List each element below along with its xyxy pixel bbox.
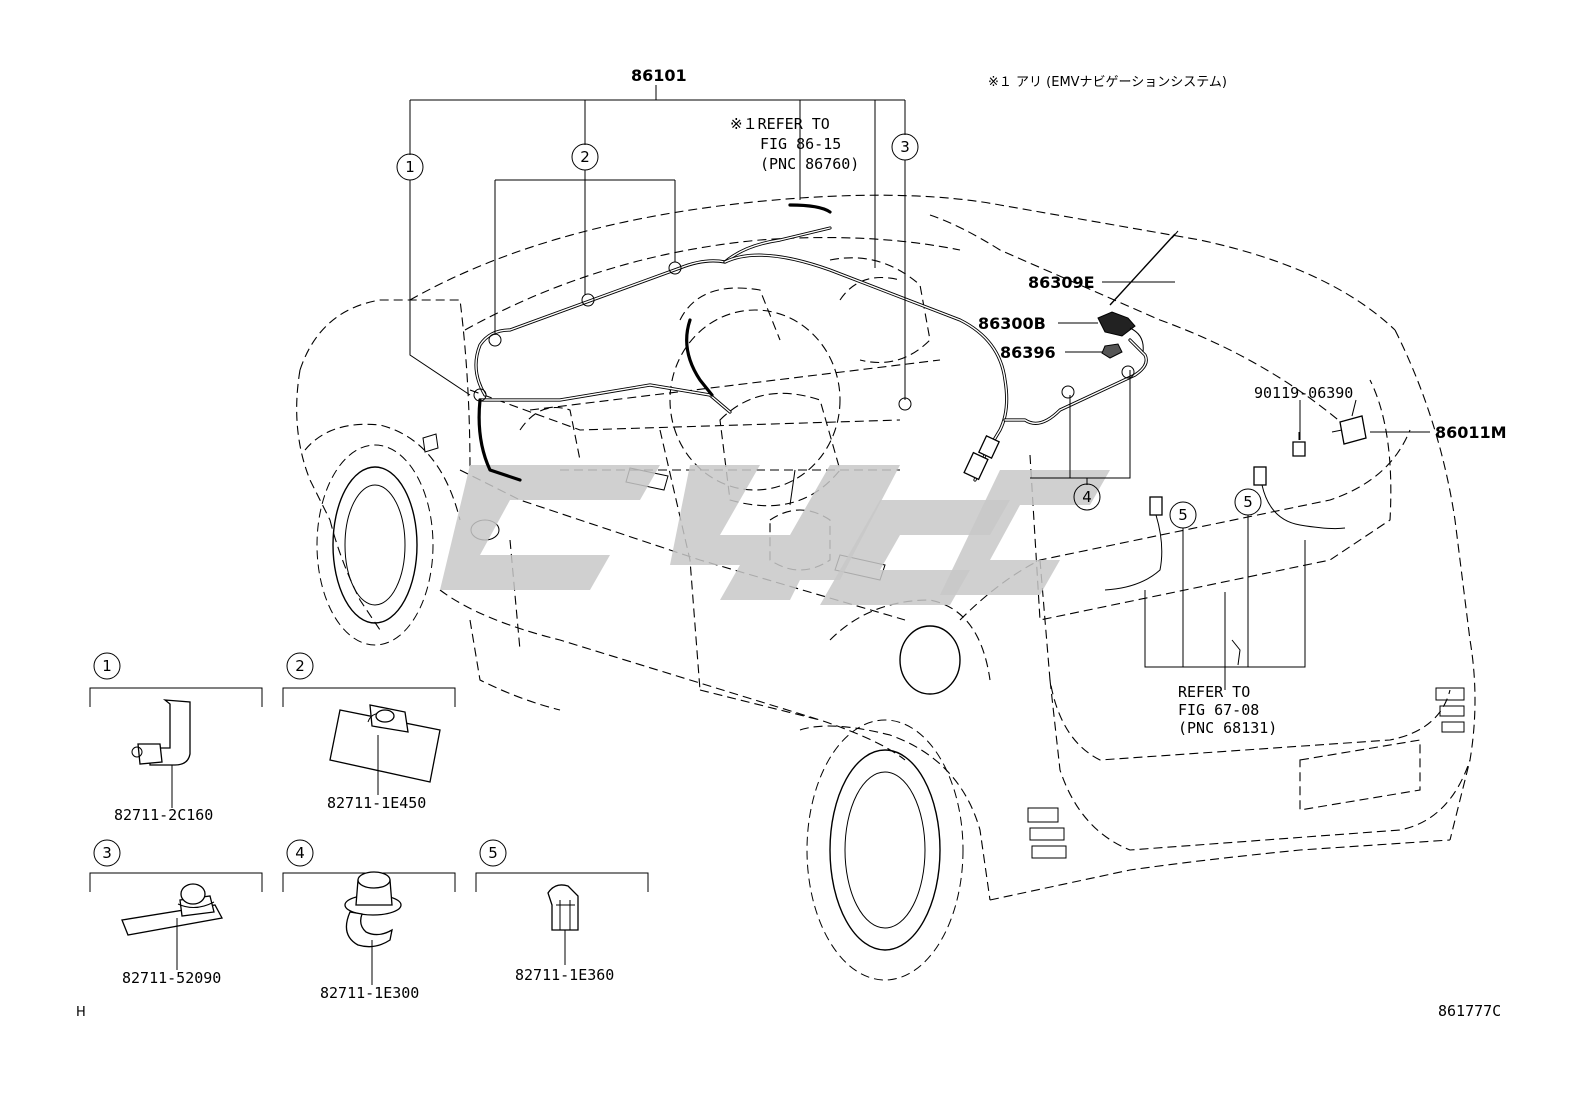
svg-text:4: 4 xyxy=(1082,488,1092,506)
svg-text:(PNC 68131): (PNC 68131) xyxy=(1178,719,1277,737)
part-antenna-pad: 86396 xyxy=(1000,343,1056,362)
ref-rear: REFER TO FIG 67-08 (PNC 68131) xyxy=(1178,683,1277,737)
amplifier-icon xyxy=(1331,399,1367,445)
clamp-detail-4: 4 82711-1E300 xyxy=(282,839,456,1002)
svg-text:1: 1 xyxy=(405,158,415,176)
harness-part-number: 86101 xyxy=(631,66,687,85)
clamp-2-part-number: 82711-1E450 xyxy=(327,794,426,812)
svg-text:1: 1 xyxy=(102,657,112,675)
watermark-logo xyxy=(440,465,1110,605)
svg-text:4: 4 xyxy=(295,844,305,862)
note-top: ※１ アリ (EMVナビゲーションシステム) xyxy=(988,75,1227,90)
clamp-detail-5: 5 82711-1E360 xyxy=(475,839,649,984)
svg-text:5: 5 xyxy=(488,844,498,862)
part-bolt: 90119-06390 xyxy=(1254,384,1353,402)
clamp-icon xyxy=(329,704,441,783)
svg-text:5: 5 xyxy=(1243,493,1253,511)
clamp-1-part-number: 82711-2C160 xyxy=(114,806,213,824)
clamp-icon xyxy=(547,884,579,931)
callout-1: 1 xyxy=(396,153,424,181)
callout-5a: 5 xyxy=(1169,501,1197,529)
clamp-3-part-number: 82711-52090 xyxy=(122,969,221,987)
svg-text:2: 2 xyxy=(580,148,590,166)
main-harness xyxy=(473,203,1148,482)
bolt-icon xyxy=(1292,432,1306,457)
part-antenna-rod: 86309E xyxy=(1028,273,1095,292)
clamp-detail-2: 2 82711-1E450 xyxy=(282,652,456,812)
ref-nav: ※１REFER TO FIG 86-15 (PNC 86760) xyxy=(730,115,859,173)
clamp-detail-3: 3 82711-52090 xyxy=(89,839,263,987)
svg-text:2: 2 xyxy=(295,657,305,675)
clamp-detail-1: 1 82711-2C160 xyxy=(89,652,263,824)
callout-4: 4 xyxy=(1073,483,1101,511)
part-amplifier: 86011M xyxy=(1435,423,1507,442)
svg-text:3: 3 xyxy=(102,844,112,862)
figure-code: 861777C xyxy=(1438,1002,1501,1020)
rear-cable-connectors xyxy=(1104,466,1346,666)
clamp-icon xyxy=(131,699,191,766)
svg-text:(PNC 86760): (PNC 86760) xyxy=(760,155,859,173)
part-antenna-base: 86300B xyxy=(978,314,1046,333)
svg-text:3: 3 xyxy=(900,138,910,156)
leader-lines xyxy=(409,85,1430,690)
callout-3: 3 xyxy=(891,133,919,161)
svg-text:FIG 86-15: FIG 86-15 xyxy=(760,135,841,153)
svg-text:REFER TO: REFER TO xyxy=(1178,683,1250,701)
clamp-5-part-number: 82711-1E360 xyxy=(515,966,614,984)
antenna-icon xyxy=(1097,230,1179,359)
callout-5b: 5 xyxy=(1234,488,1262,516)
clamp-4-part-number: 82711-1E300 xyxy=(320,984,419,1002)
svg-text:5: 5 xyxy=(1178,506,1188,524)
clamp-icon xyxy=(344,871,402,948)
svg-text:※１REFER TO: ※１REFER TO xyxy=(730,115,830,133)
svg-text:FIG 67-08: FIG 67-08 xyxy=(1178,701,1259,719)
callout-2: 2 xyxy=(571,143,599,171)
corner-mark: H xyxy=(76,1005,86,1020)
clamp-icon xyxy=(121,883,223,936)
